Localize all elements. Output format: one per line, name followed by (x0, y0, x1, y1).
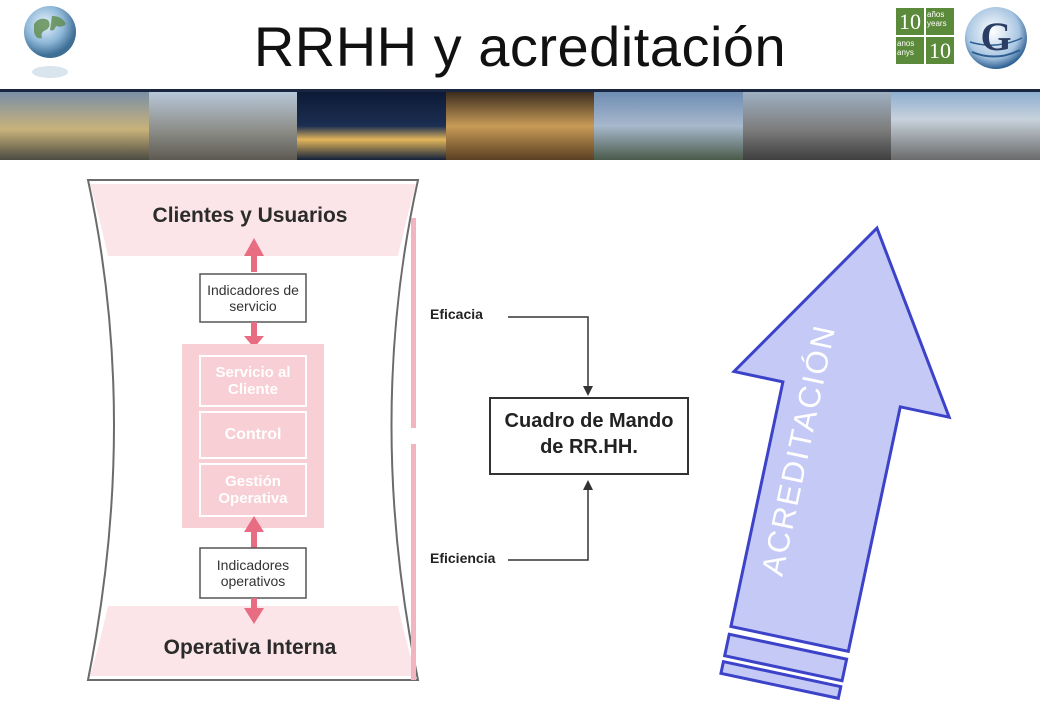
photo-monument-image (0, 92, 149, 160)
internal-operations-label: Operativa Interna (163, 636, 337, 659)
photo-skyline-image (742, 92, 892, 160)
g-logo-letter: G (980, 14, 1011, 59)
globe-logo-icon (24, 6, 76, 78)
accreditation-arrow (719, 225, 952, 701)
efficacy-connector (508, 316, 589, 390)
arrow-down-to-block-icon (244, 336, 264, 348)
operational-management-text: Gestión Operativa (218, 473, 288, 507)
customer-service-text: Servicio al Cliente (215, 364, 291, 398)
badge-number-bottom: 10 (926, 37, 954, 64)
bottom-band (90, 606, 416, 676)
arrow-up-shaft (251, 256, 257, 272)
accreditation-arrow-base-1 (722, 632, 849, 683)
customer-service-box (199, 355, 307, 407)
dashboard-line-2: de RR.HH. (540, 436, 638, 458)
top-band (90, 184, 416, 256)
accreditation-arrow-base-2 (719, 659, 843, 701)
photo-volcano-image (594, 92, 743, 160)
badge-number-top: 10 (896, 8, 924, 35)
photo-building-image (148, 92, 298, 160)
arrow-down-shaft-lower (251, 598, 257, 610)
efficiency-side-bar (411, 444, 416, 680)
efficacy-side-bar (411, 218, 416, 428)
anniversary-badge: 10 años years anos anys 10 (896, 8, 954, 64)
page-title: RRHH y acreditación (253, 15, 787, 78)
management-block (182, 344, 324, 528)
photo-mountain-city-image (891, 92, 1040, 160)
control-box (199, 411, 307, 459)
efficiency-arrowhead-icon (583, 480, 593, 490)
city-photo-strip (0, 92, 1040, 160)
header-divider (0, 89, 1040, 92)
arrow-down-shaft (251, 322, 257, 336)
accreditation-arrow-body (729, 225, 952, 654)
badge-text-bottom: anos anys (896, 37, 924, 64)
service-indicators-text: Indicadores de servicio (207, 282, 299, 314)
efficiency-connector (508, 486, 589, 561)
operational-indicators-text: Indicadores operativos (216, 557, 290, 589)
operational-indicators-box (199, 547, 307, 599)
arrow-up-to-clients-icon (244, 238, 264, 256)
dashboard-line-1: Cuadro de Mando (504, 410, 674, 432)
arrow-up-shaft-lower (251, 532, 257, 548)
clients-users-label: Clientes y Usuarios (152, 204, 348, 227)
efficacy-arrowhead-icon (583, 386, 593, 396)
arrow-down-to-operations-icon (244, 608, 264, 624)
header-bar: RRHH y acreditación 10 años years anos a… (0, 0, 1040, 92)
efficacy-label: Eficacia (430, 306, 483, 322)
photo-street-image (445, 92, 595, 160)
g-logo-icon: G (965, 7, 1027, 69)
badge-text-top: años years (926, 8, 954, 35)
efficiency-label: Eficiencia (430, 550, 496, 566)
arrow-up-to-block-icon (244, 516, 264, 532)
control-text: Control (224, 426, 282, 443)
hr-dashboard-box (489, 397, 689, 475)
operational-management-box (199, 463, 307, 517)
photo-bridge-image (297, 92, 446, 160)
hr-dashboard-diagram (86, 179, 952, 701)
